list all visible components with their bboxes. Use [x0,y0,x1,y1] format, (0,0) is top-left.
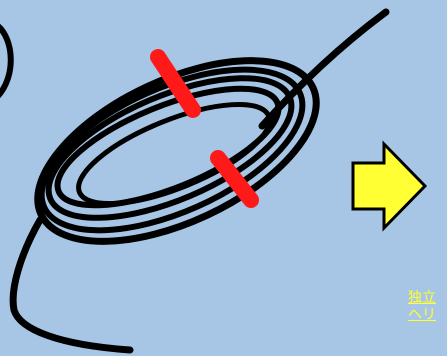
tie-lower [210,150,259,208]
tie-upper [150,49,201,118]
cable-tail-bottom [9,216,134,354]
edge-arc [0,23,14,99]
caption-link[interactable]: 独立 ヘリ [408,290,436,324]
coil-loop-2 [38,66,306,234]
coil-loop-1 [34,57,320,245]
coil-loop-5 [76,101,272,207]
caption-line-2[interactable]: ヘリ [408,307,436,323]
right-arrow-icon [351,140,428,232]
cable-coil-icon [9,8,390,354]
cable-tie-icon [150,49,259,208]
coil-loop-3 [45,75,295,221]
caption-line-1[interactable]: 独立 [408,290,436,306]
